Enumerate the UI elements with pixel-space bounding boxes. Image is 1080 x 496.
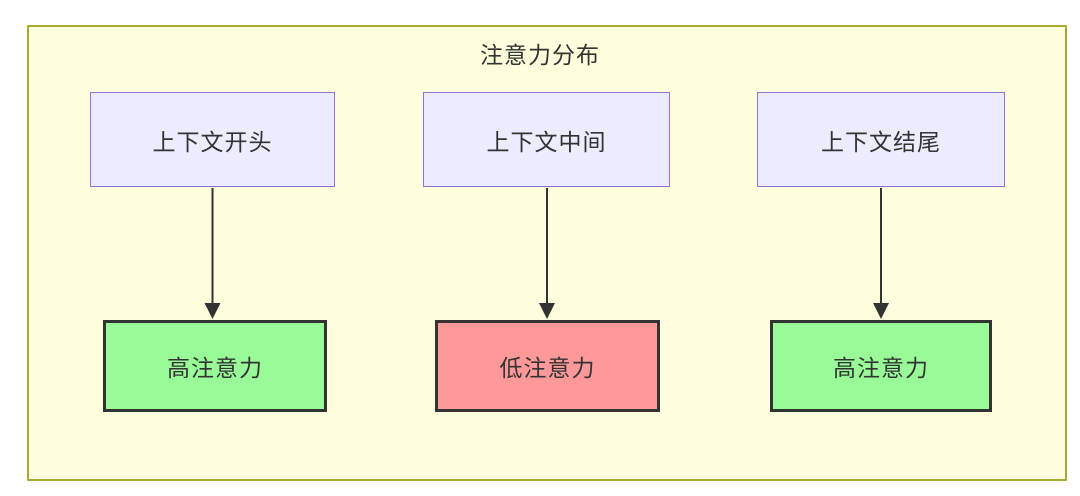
node-context-end: 上下文结尾	[757, 92, 1005, 187]
diagram-title: 注意力分布	[480, 42, 600, 68]
node-context-start: 上下文开头	[90, 92, 335, 187]
node-low-attention-middle: 低注意力	[435, 320, 660, 412]
node-context-middle: 上下文中间	[423, 92, 670, 187]
node-high-attention-right: 高注意力	[770, 320, 992, 412]
node-high-attention-left: 高注意力	[103, 320, 327, 412]
